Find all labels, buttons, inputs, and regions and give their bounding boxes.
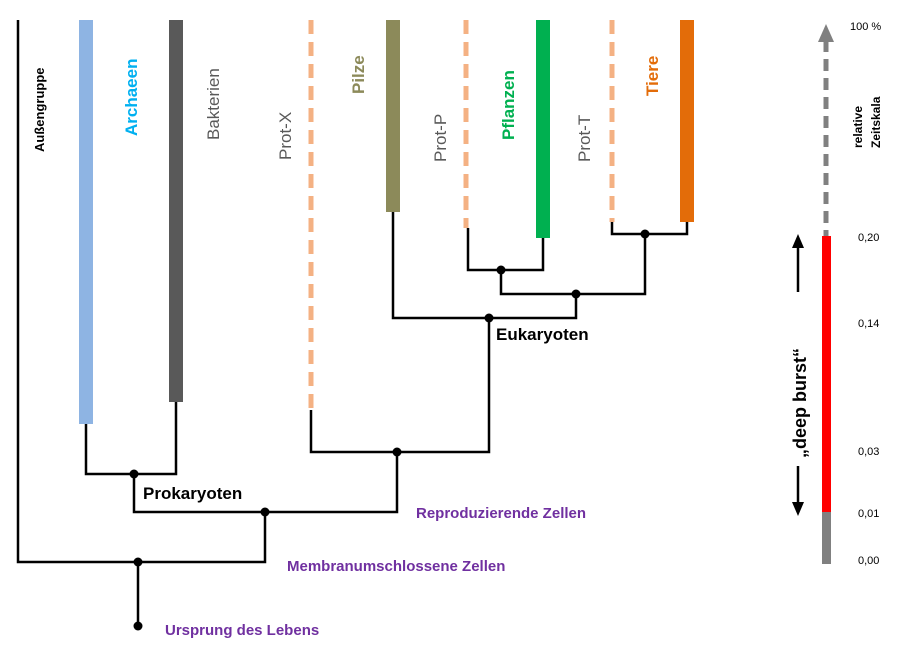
time-scale xyxy=(818,24,834,564)
fungi-bar xyxy=(386,20,400,212)
outgroup-branch xyxy=(16,20,138,564)
reproducing-branch xyxy=(309,318,491,454)
fungi-label: Pilze xyxy=(349,55,368,94)
origin-dot xyxy=(133,621,143,631)
animals-label: Tiere xyxy=(643,56,662,96)
tick-001: 0,01 xyxy=(858,508,879,520)
plants-bar xyxy=(536,20,550,238)
archaea-stem xyxy=(84,402,178,476)
archaea-bar xyxy=(79,20,93,424)
scale-red-section xyxy=(822,236,831,512)
membrane-node-dot xyxy=(133,557,143,567)
animal-branch xyxy=(610,222,689,236)
scale-grey-lower xyxy=(822,512,831,564)
plants-label: Pflanzen xyxy=(499,70,518,140)
plant-join xyxy=(499,234,647,296)
prot-t-label: Prot-T xyxy=(575,115,594,162)
prokaryote-stem xyxy=(132,452,399,514)
bacteria-bar xyxy=(169,20,183,402)
tick-000: 0,00 xyxy=(858,555,879,567)
deep-burst-label: „deep burst“ xyxy=(790,348,810,458)
eukaryotes-label: Eukaryoten xyxy=(496,325,589,344)
bacteria-label: Bakterien xyxy=(204,68,223,140)
scale-title-line2: Zeitskala xyxy=(869,96,883,148)
tick-014: 0,14 xyxy=(858,318,879,330)
animal-node-dot xyxy=(640,229,650,239)
reproducing-split-dot xyxy=(392,447,402,457)
deep-burst-arrow xyxy=(792,234,804,516)
origin-label: Ursprung des Lebens xyxy=(165,622,319,639)
eukaryote-node-dot xyxy=(484,313,494,323)
prot-p-label: Prot-P xyxy=(431,114,450,162)
reproducing-label: Reproduzierende Zellen xyxy=(416,505,586,522)
outgroup-label: Außengruppe xyxy=(32,68,47,153)
prot-x-label: Prot-X xyxy=(276,112,295,160)
membrane-label: Membranumschlossene Zellen xyxy=(287,558,505,575)
tree-branches xyxy=(16,20,689,626)
animals-bar xyxy=(680,20,694,222)
tick-100: 100 % xyxy=(850,21,881,33)
scale-tick-labels: 100 % 0,20 0,14 0,03 0,01 0,00 xyxy=(850,21,881,567)
prokaryotes-label: Prokaryoten xyxy=(143,484,242,503)
node-dots xyxy=(129,229,650,631)
plant-node-dot xyxy=(496,265,506,275)
reproducing-node-dot xyxy=(260,507,270,517)
plant-branch xyxy=(466,228,545,272)
tick-020: 0,20 xyxy=(858,232,879,244)
membrane-branch xyxy=(138,512,267,564)
scale-up-arrowhead xyxy=(818,24,834,42)
tick-003: 0,03 xyxy=(858,446,879,458)
upper-eukaryote-dot xyxy=(571,289,581,299)
prokaryote-node-dot xyxy=(129,469,139,479)
archaea-label: Archaeen xyxy=(122,59,141,136)
scale-title-line1: relative xyxy=(851,106,865,148)
